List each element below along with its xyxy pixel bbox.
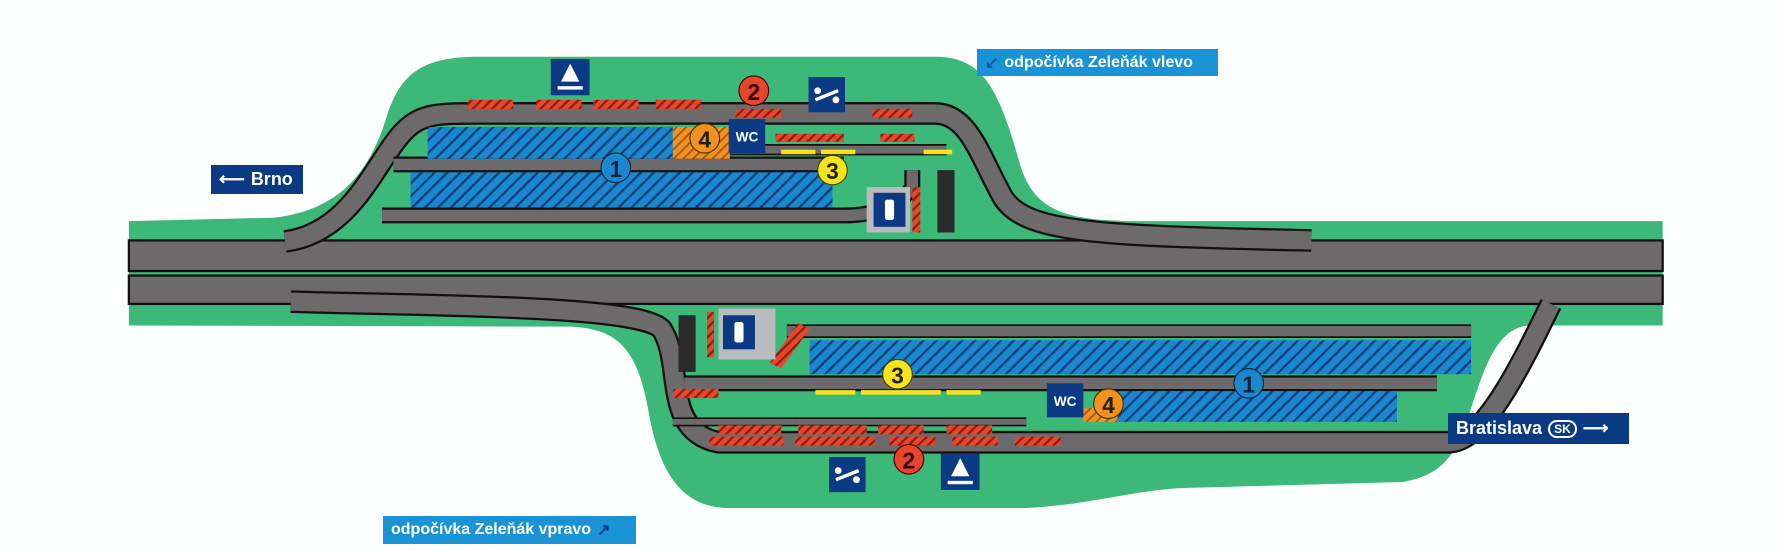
sign-label: odpočívka Zeleňák vpravo xyxy=(391,521,592,538)
top-rest-area-roads xyxy=(282,102,1312,253)
marker-number: 1 xyxy=(609,156,622,182)
marker-top-2: 2 xyxy=(738,75,770,107)
marker-bottom-4: 4 xyxy=(1093,388,1124,420)
bus-parking-bottom xyxy=(815,390,981,395)
marker-number: 4 xyxy=(1102,392,1115,418)
truck-parking-bottom xyxy=(672,311,1061,446)
marker-number: 3 xyxy=(826,158,839,184)
bottom-rest-area-roads xyxy=(290,290,1562,454)
marker-top-3: 3 xyxy=(817,154,848,186)
sign-label: odpočívka Zeleňák vlevo xyxy=(1004,53,1193,71)
arrow-up-right-icon: ↗ xyxy=(597,522,611,539)
arrow-left-icon: ⟵ xyxy=(219,169,245,189)
country-badge: SK xyxy=(1548,419,1577,438)
marker-top-1: 1 xyxy=(600,152,632,184)
marker-bottom-3: 3 xyxy=(882,358,913,390)
fuel-pump-icon xyxy=(723,315,755,350)
building-bottom xyxy=(678,315,696,372)
direction-sign-bratislava: Bratislava SK ⟶ xyxy=(1448,413,1629,444)
direction-sign-brno: ⟵ Brno xyxy=(211,165,303,194)
arrow-down-left-icon: ↙ xyxy=(985,54,999,72)
wc-icon: WC xyxy=(728,119,766,154)
rest-area-right-label: odpočívka Zeleňák vpravo ↗ xyxy=(383,516,636,544)
marker-number: 3 xyxy=(891,362,904,388)
marker-top-4: 4 xyxy=(689,123,721,154)
marker-bottom-1: 1 xyxy=(1233,367,1265,399)
fuel-pump-icon xyxy=(873,192,906,227)
playground-icon xyxy=(808,77,846,113)
marker-number: 1 xyxy=(1242,371,1255,397)
marker-number: 2 xyxy=(747,79,760,105)
wc-icon: WC xyxy=(1046,383,1084,418)
sign-label: Brno xyxy=(250,169,293,189)
marker-bottom-2: 2 xyxy=(893,443,925,475)
marker-number: 4 xyxy=(698,126,711,152)
truck-parking-top xyxy=(467,99,921,233)
picnic-tree-icon xyxy=(550,58,590,96)
arrow-right-icon: ⟶ xyxy=(1582,418,1609,438)
car-parking-bottom-row2 xyxy=(1117,391,1397,422)
building-top xyxy=(937,170,955,233)
marker-number: 2 xyxy=(903,447,916,473)
rest-area-left-label: ↙ odpočívka Zeleňák vlevo xyxy=(977,49,1218,76)
sign-label: Bratislava xyxy=(1456,418,1543,438)
wc-label: WC xyxy=(736,130,759,145)
bus-parking-top xyxy=(781,149,953,155)
car-parking-top-row1 xyxy=(427,127,673,159)
playground-icon xyxy=(829,457,866,493)
picnic-tree-icon xyxy=(940,453,980,490)
wc-label: WC xyxy=(1054,394,1077,409)
car-parking-bottom-row1 xyxy=(809,340,1472,375)
